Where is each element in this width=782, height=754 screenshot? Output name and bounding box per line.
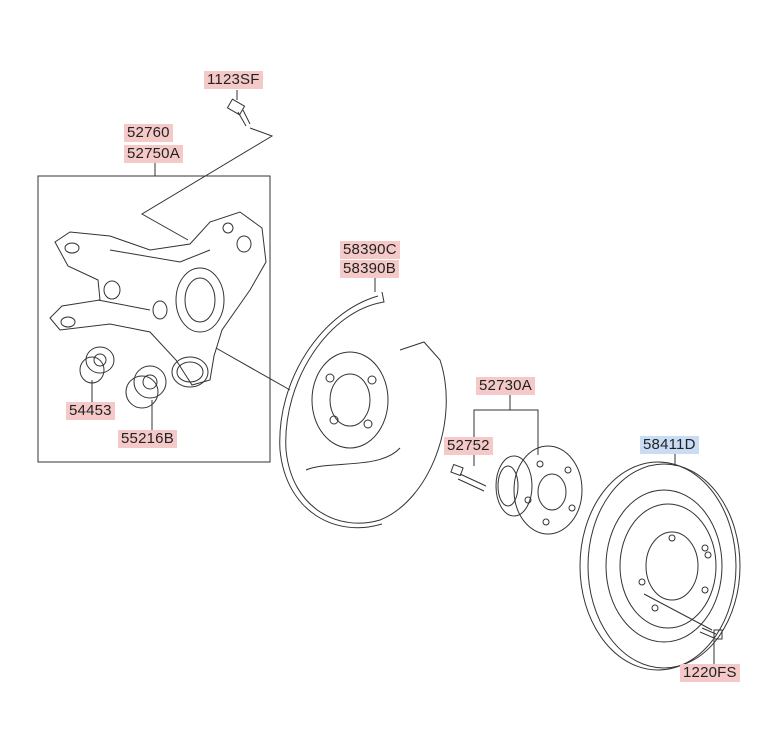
wheel-hub — [495, 445, 583, 535]
leader-lines — [91, 90, 715, 664]
part-label-55216b[interactable]: 55216B — [118, 430, 177, 448]
bushing-54453 — [79, 346, 115, 384]
hub-bolt-52752 — [450, 463, 487, 492]
disc-screw-1220fs — [699, 627, 723, 640]
bushing-55216b — [125, 365, 167, 409]
part-label-1123sf[interactable]: 1123SF — [204, 71, 263, 89]
part-label-52730a[interactable]: 52730A — [476, 377, 535, 395]
ring — [171, 356, 209, 388]
knuckle — [49, 211, 267, 386]
part-label-54453[interactable]: 54453 — [66, 402, 115, 420]
part-label-58390b[interactable]: 58390B — [340, 260, 399, 278]
part-label-52752[interactable]: 52752 — [444, 437, 493, 455]
brake-disc — [579, 461, 741, 671]
part-label-58390c[interactable]: 58390C — [340, 241, 400, 259]
part-label-1220fs[interactable]: 1220FS — [680, 664, 740, 682]
dust-shield — [279, 291, 447, 529]
part-label-58411d[interactable]: 58411D — [640, 436, 699, 454]
knuckle-group-box — [37, 175, 271, 463]
part-label-52750a[interactable]: 52750A — [124, 145, 183, 163]
bolt-1123sf — [226, 98, 251, 127]
part-label-52760[interactable]: 52760 — [124, 124, 173, 142]
